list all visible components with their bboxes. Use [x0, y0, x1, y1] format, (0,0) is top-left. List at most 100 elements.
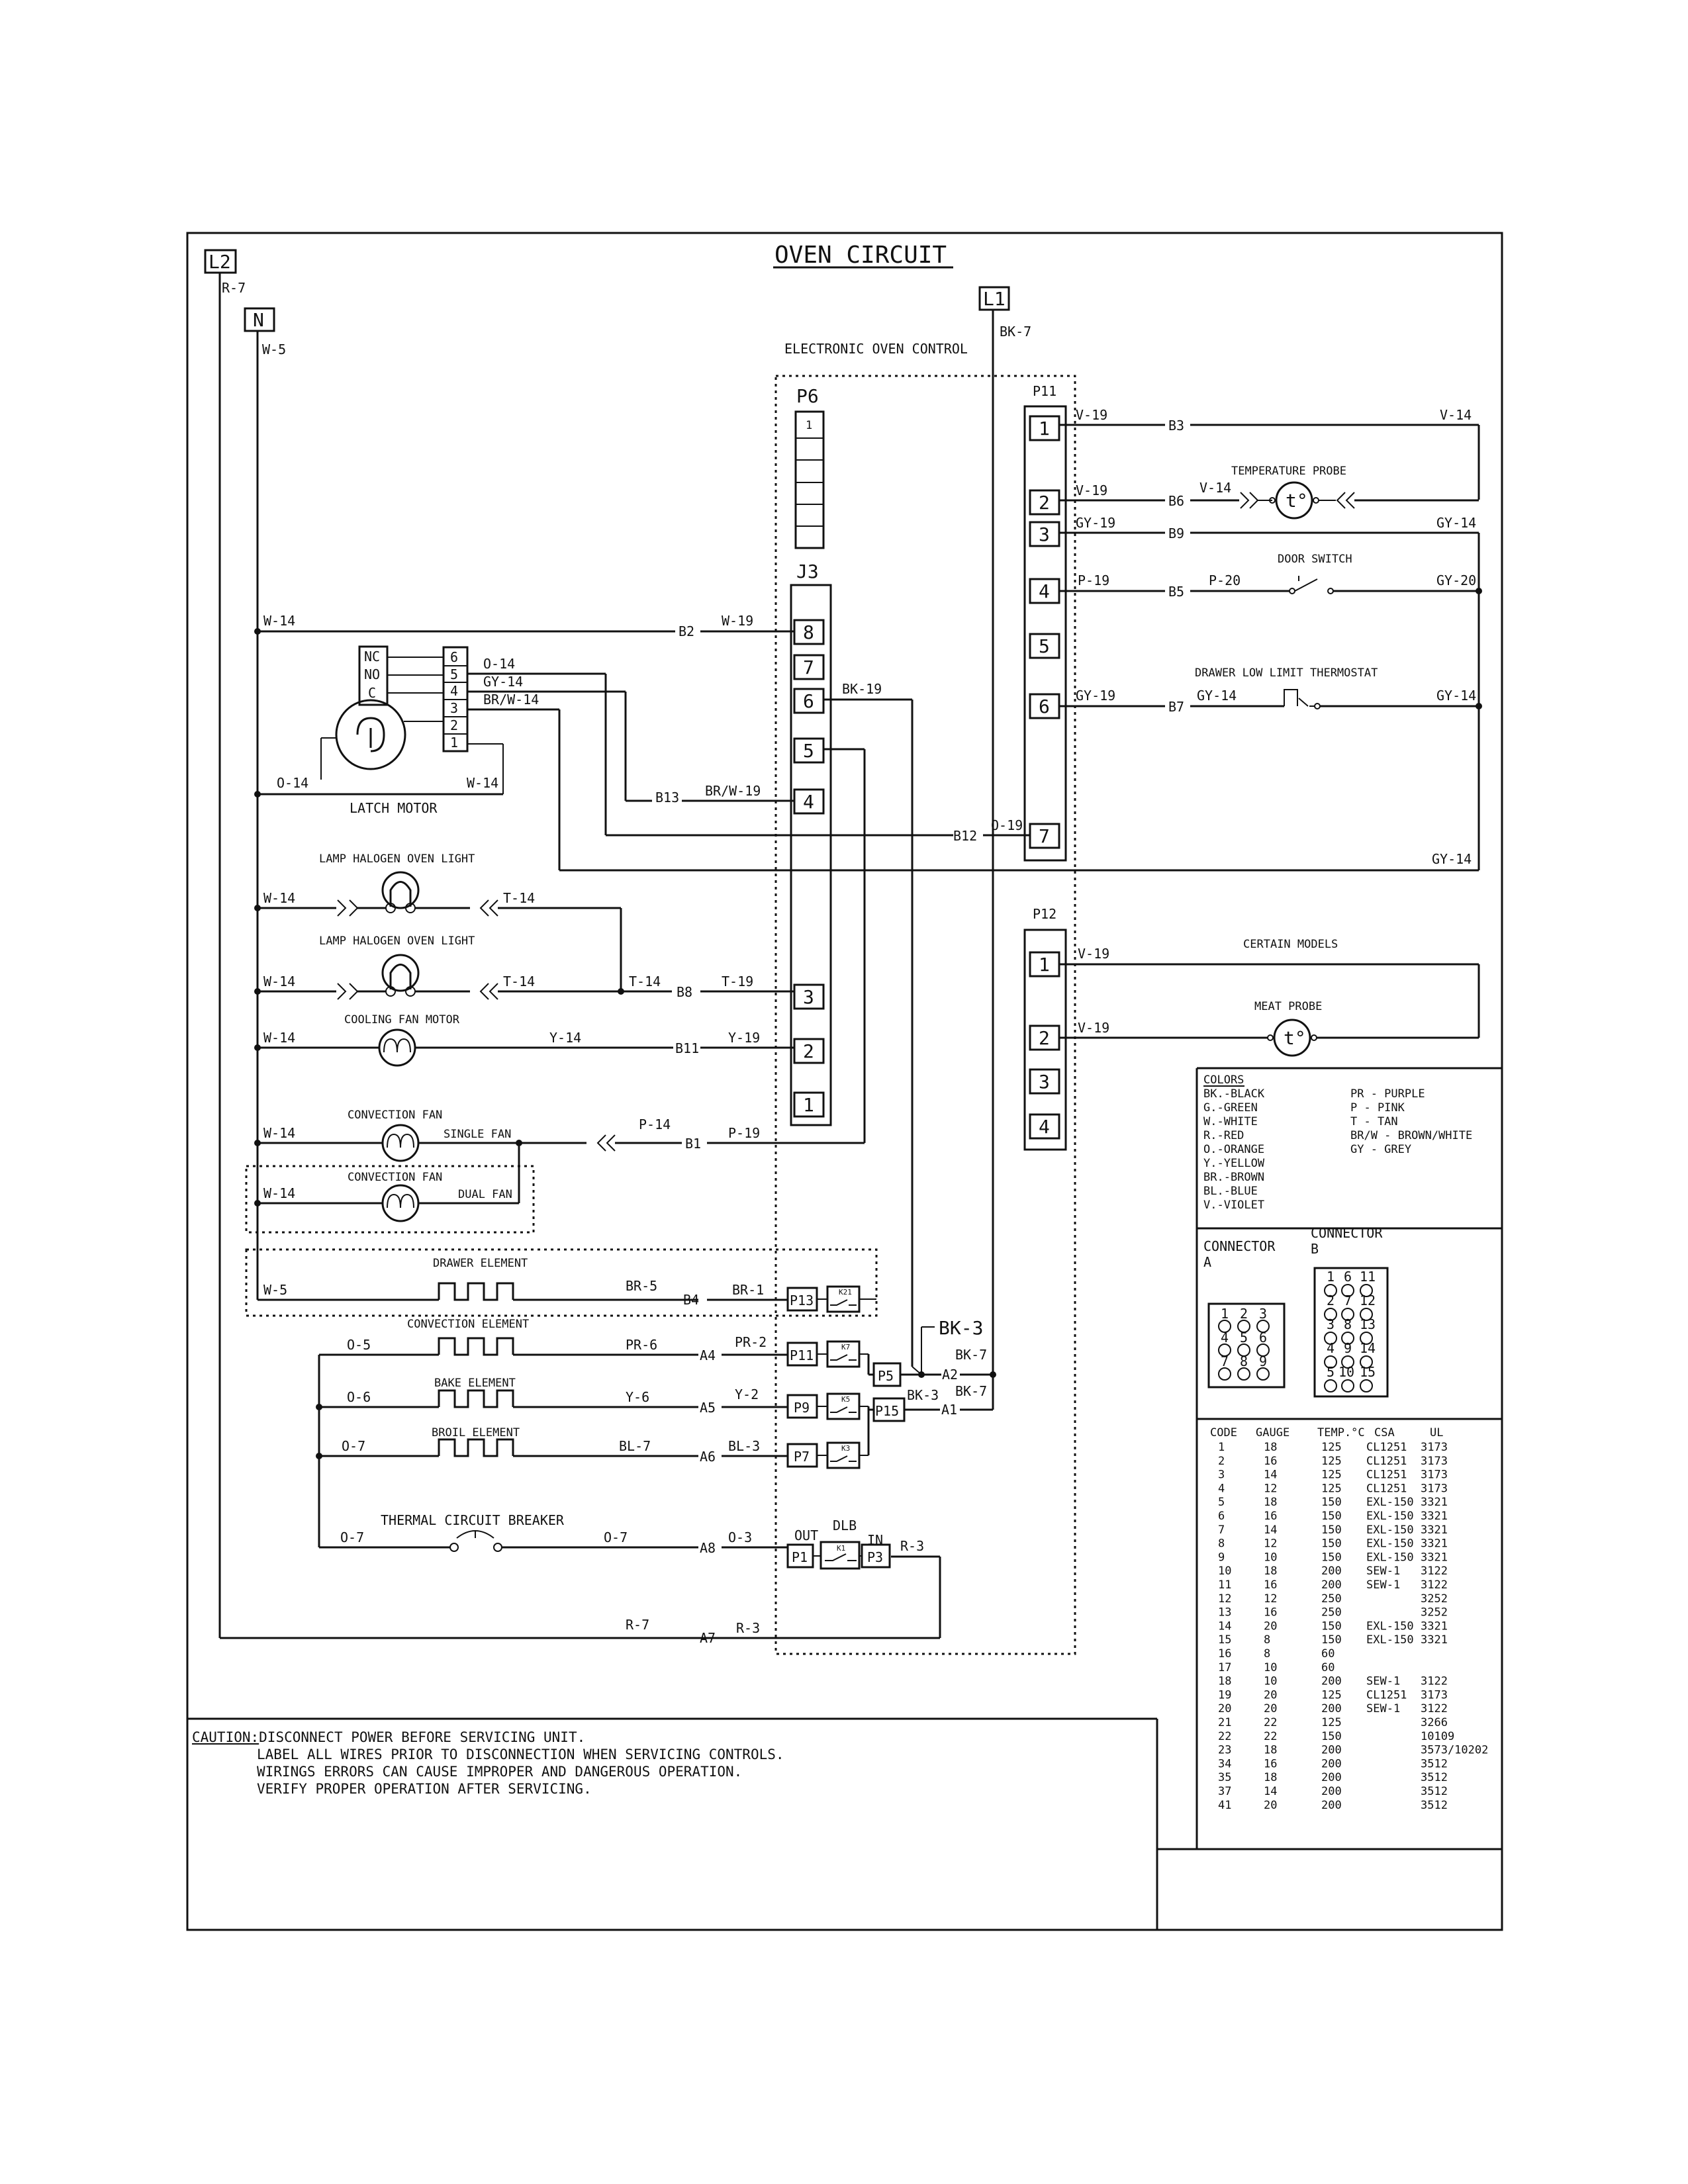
table-cell: 18 [1264, 1744, 1277, 1757]
dlb-out: OUT [794, 1527, 818, 1543]
door-switch: DOOR SWITCH P-19 B5 P-20 GY-20 [1059, 553, 1482, 600]
wire-label: BR/W-19 [705, 783, 761, 799]
table-cell: 3266 [1421, 1716, 1448, 1729]
junction [254, 791, 261, 797]
j3-pin-box [793, 737, 825, 764]
table-cell: 125 [1321, 1688, 1342, 1702]
wire-label: GY-20 [1436, 572, 1476, 588]
p11-pin-box [1029, 521, 1060, 547]
table-cell: SEW-1 [1366, 1578, 1400, 1592]
j3-pin-box [793, 688, 825, 714]
terminal-n-label: N [253, 309, 264, 331]
table-cell: 3173 [1421, 1441, 1448, 1454]
j3-pin-box [793, 983, 825, 1010]
wire-label: O-7 [604, 1529, 628, 1545]
wire-label: W-14 [263, 1185, 295, 1201]
probe-label: TEMPERATURE PROBE [1231, 465, 1346, 478]
j3-pin-box [793, 1038, 825, 1064]
relay-switch-icon [830, 1406, 857, 1413]
wire-label: GY-14 [1197, 688, 1237, 704]
terminal-l2-label: L2 [209, 251, 231, 273]
relay-pin-label: P11 [790, 1347, 814, 1363]
latch-switch [358, 645, 389, 706]
table-cell: 3252 [1421, 1606, 1448, 1619]
wire-label: P-20 [1209, 572, 1241, 588]
table-cell: 18 [1264, 1565, 1277, 1578]
p11-pin-box [1029, 415, 1060, 441]
pin-number: 9 [1344, 1340, 1352, 1356]
table-cell: 200 [1321, 1771, 1342, 1784]
table-cell: 200 [1321, 1702, 1342, 1715]
wire-label: O-6 [347, 1389, 371, 1405]
pin-hole [1360, 1284, 1373, 1297]
wire-label: W-14 [263, 613, 295, 629]
wire-label: R-3 [900, 1538, 924, 1554]
relay-pin-p5 [872, 1362, 902, 1387]
table-cell: 250 [1321, 1592, 1342, 1606]
heating-element-icon [438, 1389, 514, 1408]
wire-label: V-14 [1199, 480, 1231, 496]
heating-element-icon [438, 1438, 514, 1457]
table-cell: 18 [1264, 1771, 1277, 1784]
table-cell: 16 [1264, 1578, 1277, 1592]
pin-a2: A2 [942, 1367, 958, 1383]
table-cell: CL1251 [1366, 1441, 1407, 1454]
wire-label: BK-7 [955, 1383, 987, 1399]
p6-pin-1: 1 [806, 419, 812, 432]
table-cell: EXL-150 [1366, 1633, 1414, 1647]
p11-pin: 2 [1039, 492, 1050, 514]
plug-icon [1240, 492, 1259, 509]
control-label: ELECTRONIC OVEN CONTROL [784, 341, 968, 357]
pin-number: 3 [1327, 1316, 1335, 1332]
table-cell: 150 [1321, 1730, 1342, 1743]
wire-label: O-7 [342, 1438, 365, 1454]
table-cell: 14 [1264, 1469, 1277, 1482]
thermistor-symbol: t° [1286, 490, 1308, 512]
convection-element: CONVECTION ELEMENT O-5 PR-6 A4 PR-2 [319, 1318, 788, 1363]
dlb-p1 [786, 1543, 814, 1569]
table-cell: EXL-150 [1366, 1537, 1414, 1551]
pin-b9: B9 [1168, 525, 1184, 541]
p11-pin: 5 [1039, 635, 1050, 657]
door-switch-icon [1294, 576, 1318, 592]
table-cell: 10109 [1421, 1730, 1454, 1743]
door-switch-label: DOOR SWITCH [1278, 553, 1352, 566]
table-cell: 12 [1264, 1592, 1277, 1606]
thermistor-symbol: t° [1284, 1027, 1306, 1049]
pin-a5: A5 [700, 1400, 716, 1416]
wire-label: W-14 [263, 1125, 295, 1141]
terminal-l1-label: L1 [983, 288, 1006, 310]
p11-pin-box [1029, 823, 1060, 849]
probe-lead [1313, 497, 1319, 504]
table-cell: 150 [1321, 1524, 1342, 1537]
pin-hole [1360, 1308, 1373, 1321]
wire-l2-label: R-7 [222, 280, 246, 296]
table-cell: 10 [1264, 1551, 1277, 1564]
meat-probe-circuit: CERTAIN MODELS V-19 MEAT PROBE V-19 t° [1059, 938, 1480, 1057]
pin-hole [1341, 1308, 1354, 1321]
table-cell: 10 [1218, 1565, 1231, 1578]
table-cell: 3321 [1421, 1524, 1448, 1537]
wire-label: Y-19 [728, 1030, 760, 1046]
table-cell: 125 [1321, 1482, 1342, 1495]
table-cell: 22 [1218, 1730, 1231, 1743]
pin-hole [1256, 1320, 1270, 1333]
wire-label: V-19 [1078, 1020, 1109, 1036]
wire-label: V-19 [1076, 482, 1107, 498]
legend-entry: G.-GREEN [1203, 1101, 1258, 1115]
connector-a-numbers: 1 2 3 4 5 6 7 8 9 [1221, 1306, 1267, 1369]
pin-number: 7 [1221, 1353, 1229, 1369]
latch-motor-label: LATCH MOTOR [350, 800, 438, 816]
table-cell: EXL-150 [1366, 1619, 1414, 1633]
table-cell: 125 [1321, 1716, 1342, 1729]
motor-winding-icon [356, 717, 385, 752]
wire-label: Y-2 [735, 1387, 759, 1402]
table-cell: 22 [1264, 1730, 1277, 1743]
p11-pins: 1 2 3 4 5 6 7 [1029, 415, 1060, 849]
table-cell: 20 [1264, 1799, 1277, 1812]
table-cell: 20 [1264, 1619, 1277, 1633]
wire-label: GY-14 [1432, 851, 1472, 867]
table-cell: CL1251 [1366, 1482, 1407, 1495]
relay-switch-icon [830, 1354, 857, 1361]
